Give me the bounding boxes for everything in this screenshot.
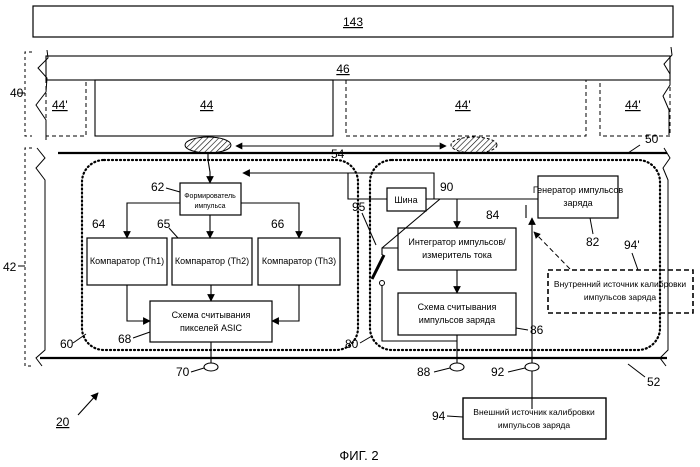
ref-68: 68 — [118, 332, 132, 346]
brace-42 — [25, 148, 32, 366]
figure-caption: ФИГ. 2 — [339, 448, 378, 463]
comparator-th3-label: Компаратор (Th3) — [262, 256, 336, 266]
ref-50: 50 — [645, 132, 659, 146]
ref-20: 20 — [56, 415, 70, 429]
internal-cal-label-1: Внутренний источник калибровки — [554, 279, 686, 289]
ref-88: 88 — [417, 365, 431, 379]
switch-contact — [380, 281, 385, 286]
signal-line — [208, 153, 210, 183]
pulse-generator-label-1: Генератор импульсов — [533, 185, 624, 195]
comparator-th1-label: Компаратор (Th1) — [90, 256, 164, 266]
external-cal-label-2: импульсов заряда — [498, 420, 570, 430]
brace-40 — [25, 52, 32, 136]
pulse-shaper-label-1: Формирователь — [184, 193, 236, 200]
bus-label: Шина — [394, 195, 417, 205]
charge-readout-box — [398, 293, 516, 335]
ref-60: 60 — [60, 337, 74, 351]
pulse-shaper-label-2: импульса — [195, 203, 226, 210]
external-cal-box — [463, 398, 606, 439]
pixel-44 — [95, 80, 333, 136]
pad-88 — [450, 363, 464, 371]
ref-82: 82 — [586, 235, 600, 249]
ref-94: 94 — [432, 409, 446, 423]
ref-143: 143 — [343, 15, 363, 29]
ref-70: 70 — [176, 365, 190, 379]
asic-readout-label-1: Схема считывания — [172, 310, 251, 320]
ref-92: 92 — [491, 365, 505, 379]
ref-44-right: 44' — [625, 98, 641, 112]
ref-84: 84 — [486, 208, 500, 222]
ref-65: 65 — [157, 217, 171, 231]
bump-dashed — [451, 137, 497, 153]
ref-44: 44 — [200, 98, 214, 112]
bump-solid — [185, 137, 231, 153]
external-cal-label-1: Внешний источник калибровки — [473, 407, 595, 417]
switch-95 — [372, 255, 384, 279]
internal-cal-label-2: импульсов заряда — [584, 292, 656, 302]
integrator-label-1: Интегратор импульсов/ — [408, 237, 506, 247]
ref-62: 62 — [151, 180, 165, 194]
ref-46: 46 — [336, 62, 350, 76]
region-60 — [82, 160, 358, 350]
ref-44-left: 44' — [52, 98, 68, 112]
pad-92 — [525, 363, 539, 371]
pad-70 — [204, 363, 218, 371]
ref-66: 66 — [271, 217, 285, 231]
ref-90: 90 — [440, 180, 454, 194]
asic-readout-label-2: пикселей ASIC — [180, 323, 242, 333]
asic-readout-box — [150, 301, 272, 342]
charge-readout-label-1: Схема считывания — [418, 302, 497, 312]
ref-52: 52 — [647, 375, 661, 389]
ref-80: 80 — [345, 337, 359, 351]
ref-95: 95 — [352, 200, 366, 214]
ref-94-prime: 94' — [624, 238, 640, 252]
ref-44-mid: 44' — [455, 98, 471, 112]
ref-42: 42 — [3, 260, 17, 274]
comparator-th2-label: Компаратор (Th2) — [175, 256, 249, 266]
pulse-generator-box — [538, 176, 618, 218]
pulse-generator-label-2: заряда — [563, 198, 592, 208]
internal-cal-link — [534, 232, 570, 269]
layer-46 — [46, 56, 670, 80]
integrator-box — [398, 228, 516, 270]
device-arrow — [78, 393, 98, 415]
charge-readout-label-2: импульсов заряда — [419, 315, 495, 325]
integrator-label-2: измеритель тока — [422, 250, 492, 260]
ref-64: 64 — [92, 217, 106, 231]
